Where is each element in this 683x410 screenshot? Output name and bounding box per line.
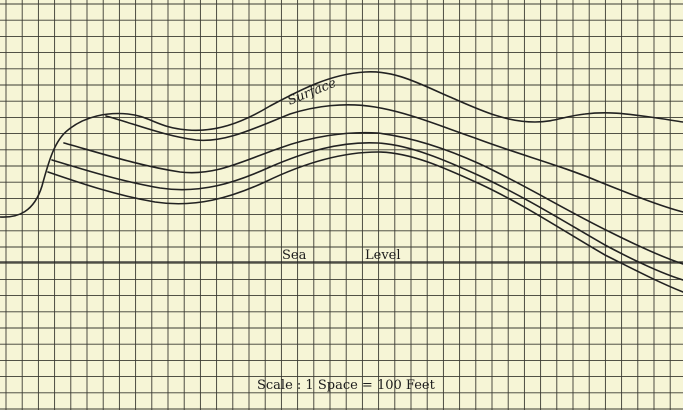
level-label: Level: [365, 248, 401, 263]
surface-profile-line: [0, 71, 683, 218]
stratum-boundary-2: [63, 131, 683, 265]
scale-label: Scale : 1 Space = 100 Feet: [257, 378, 436, 393]
sea-label: Sea: [282, 248, 307, 263]
stratum-boundary-4: [47, 151, 683, 293]
stratum-boundary-3: [51, 141, 683, 281]
stratum-boundary-1: [105, 103, 683, 213]
